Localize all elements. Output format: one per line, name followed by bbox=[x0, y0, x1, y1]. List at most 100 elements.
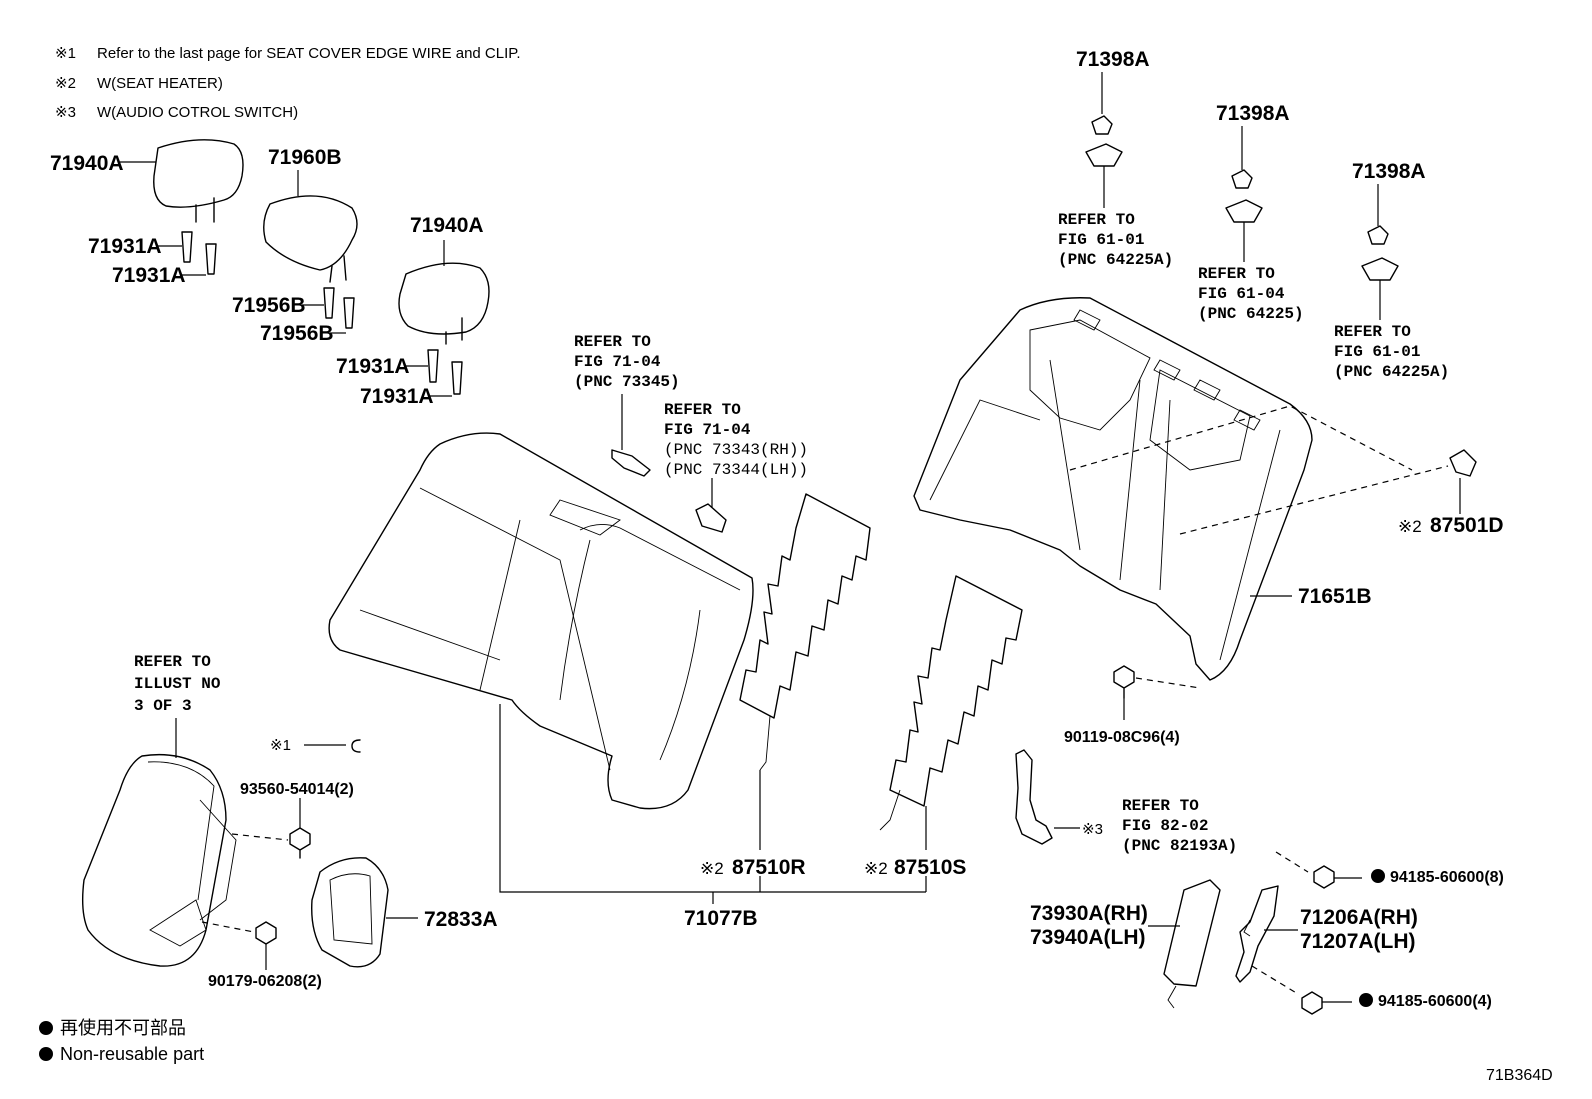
dash-94185-8 bbox=[1275, 851, 1309, 873]
ref-line: (PNC 64225) bbox=[1198, 305, 1304, 323]
label-71956B-2: 71956B bbox=[260, 322, 334, 345]
ref-line: ILLUST NO bbox=[134, 675, 221, 693]
label-73940A: 73940A(LH) bbox=[1030, 926, 1146, 949]
label-90119: 90119-08C96(4) bbox=[1064, 729, 1180, 746]
legend-jp: 再使用不可部品 bbox=[60, 1018, 186, 1038]
label-71960B: 71960B bbox=[268, 146, 342, 169]
headrest-outboard-right bbox=[398, 262, 490, 345]
headrest-guides bbox=[181, 231, 463, 395]
ref-line: (PNC 82193A) bbox=[1122, 837, 1237, 855]
mark-87510R: ※2 bbox=[700, 859, 724, 878]
ref-fig-61-01-a: REFER TO FIG 61-01 (PNC 64225A) bbox=[1058, 211, 1173, 269]
label-71651B: 71651B bbox=[1298, 585, 1372, 608]
label-90179: 90179-06208(2) bbox=[208, 973, 322, 990]
label-71940A-2: 71940A bbox=[410, 214, 484, 237]
ref-line: (PNC 64225A) bbox=[1058, 251, 1173, 269]
non-reusable-icon bbox=[1371, 869, 1385, 883]
cup-holder-72833A bbox=[311, 857, 389, 968]
note-3: W(AUDIO COTROL SWITCH) bbox=[97, 104, 298, 121]
bracket-71206A bbox=[1235, 885, 1279, 983]
label-71931A-4: 71931A bbox=[360, 385, 434, 408]
notes: ※1 Refer to the last page for SEAT COVER… bbox=[55, 45, 521, 121]
ref-line: REFER TO bbox=[1198, 265, 1275, 283]
ref-line: FIG 61-01 bbox=[1334, 343, 1420, 361]
seat-heater-pad-r bbox=[739, 493, 871, 771]
ref-fig-61-01-b: REFER TO FIG 61-01 (PNC 64225A) bbox=[1334, 323, 1449, 381]
ref-line: FIG 61-01 bbox=[1058, 231, 1144, 249]
non-reusable-icon bbox=[1359, 993, 1373, 1007]
nut-94185-4 bbox=[1301, 991, 1323, 1015]
headrest-outboard-left bbox=[153, 139, 244, 223]
label-71206A: 71206A(RH) bbox=[1300, 906, 1418, 929]
nut-90179 bbox=[255, 921, 277, 945]
label-72833A: 72833A bbox=[424, 908, 498, 931]
note-2-mark: ※2 bbox=[55, 75, 76, 92]
harness-82193A bbox=[1015, 749, 1053, 845]
dash-94185-4 bbox=[1251, 965, 1299, 995]
label-87510S: 87510S bbox=[894, 856, 966, 879]
ref-fig-61-04: REFER TO FIG 61-04 (PNC 64225) bbox=[1198, 265, 1304, 323]
nut-94185-8 bbox=[1313, 865, 1335, 889]
ref-line: REFER TO bbox=[664, 401, 741, 419]
leader-71077B-bracket bbox=[499, 704, 926, 893]
seat-back-frame bbox=[913, 297, 1313, 681]
seat-back-cover bbox=[328, 432, 754, 810]
label-71398A-3: 71398A bbox=[1352, 160, 1426, 183]
clip-wire bbox=[351, 739, 361, 753]
label-73930A: 73930A(RH) bbox=[1030, 902, 1148, 925]
ref-fig-71-04-a: REFER TO FIG 71-04 (PNC 73345) bbox=[574, 333, 680, 391]
ref-line: REFER TO bbox=[1058, 211, 1135, 229]
ref-line: (PNC 64225A) bbox=[1334, 363, 1449, 381]
seat-heater-pad-s bbox=[879, 575, 1023, 831]
label-71940A-1: 71940A bbox=[50, 152, 124, 175]
mark-1-wire: ※1 bbox=[270, 737, 291, 754]
ref-line: REFER TO bbox=[1334, 323, 1411, 341]
dash-90119 bbox=[1135, 677, 1201, 689]
non-reusable-icon bbox=[39, 1021, 53, 1035]
label-71956B-1: 71956B bbox=[232, 294, 306, 317]
dash-90179 bbox=[201, 921, 255, 933]
clips-71398A bbox=[1085, 115, 1399, 281]
ref-line: FIG 61-04 bbox=[1198, 285, 1285, 303]
label-93560: 93560-54014(2) bbox=[240, 781, 354, 798]
ref-fig-82-02: REFER TO FIG 82-02 (PNC 82193A) bbox=[1122, 797, 1237, 855]
note-2: W(SEAT HEATER) bbox=[97, 75, 223, 92]
bolt-90119 bbox=[1113, 665, 1135, 699]
clip-73345 bbox=[611, 449, 651, 477]
note-1-mark: ※1 bbox=[55, 45, 76, 62]
clip-73343 bbox=[695, 503, 727, 533]
ref-line: (PNC 73344(LH)) bbox=[664, 461, 808, 479]
ref-line: FIG 71-04 bbox=[574, 353, 661, 371]
ref-line: FIG 82-02 bbox=[1122, 817, 1208, 835]
headrest-center bbox=[263, 195, 358, 283]
label-94185-4: 94185-60600(4) bbox=[1378, 993, 1492, 1010]
legend-en: Non-reusable part bbox=[60, 1044, 204, 1064]
mark-87510S: ※2 bbox=[864, 859, 888, 878]
non-reusable-icon bbox=[39, 1047, 53, 1061]
label-71398A-1: 71398A bbox=[1076, 48, 1150, 71]
ref-line: REFER TO bbox=[1122, 797, 1199, 815]
label-71931A-2: 71931A bbox=[112, 264, 186, 287]
label-87510R: 87510R bbox=[732, 856, 806, 879]
ref-line: FIG 71-04 bbox=[664, 421, 751, 439]
label-71931A-3: 71931A bbox=[336, 355, 410, 378]
ref-fig-71-04-b: REFER TO FIG 71-04 (PNC 73343(RH)) (PNC … bbox=[664, 401, 808, 479]
label-71398A-2: 71398A bbox=[1216, 102, 1290, 125]
mark-3-82193A: ※3 bbox=[1082, 821, 1103, 838]
legend: 再使用不可部品 Non-reusable part bbox=[39, 1018, 204, 1064]
note-3-mark: ※3 bbox=[55, 104, 76, 121]
ref-line: REFER TO bbox=[134, 653, 211, 671]
label-71077B: 71077B bbox=[684, 907, 758, 930]
mark-87501D: ※2 bbox=[1398, 517, 1422, 536]
panel-73930A bbox=[1163, 879, 1221, 1009]
dash-93560 bbox=[231, 833, 289, 841]
note-1: Refer to the last page for SEAT COVER ED… bbox=[97, 45, 521, 62]
armrest-assembly bbox=[81, 753, 237, 967]
ref-line: 3 OF 3 bbox=[134, 697, 192, 715]
screw-93560 bbox=[289, 827, 311, 859]
ref-line: (PNC 73345) bbox=[574, 373, 680, 391]
label-94185-8: 94185-60600(8) bbox=[1390, 869, 1504, 886]
dash-87501D-2 bbox=[1179, 465, 1449, 535]
ref-line: REFER TO bbox=[574, 333, 651, 351]
